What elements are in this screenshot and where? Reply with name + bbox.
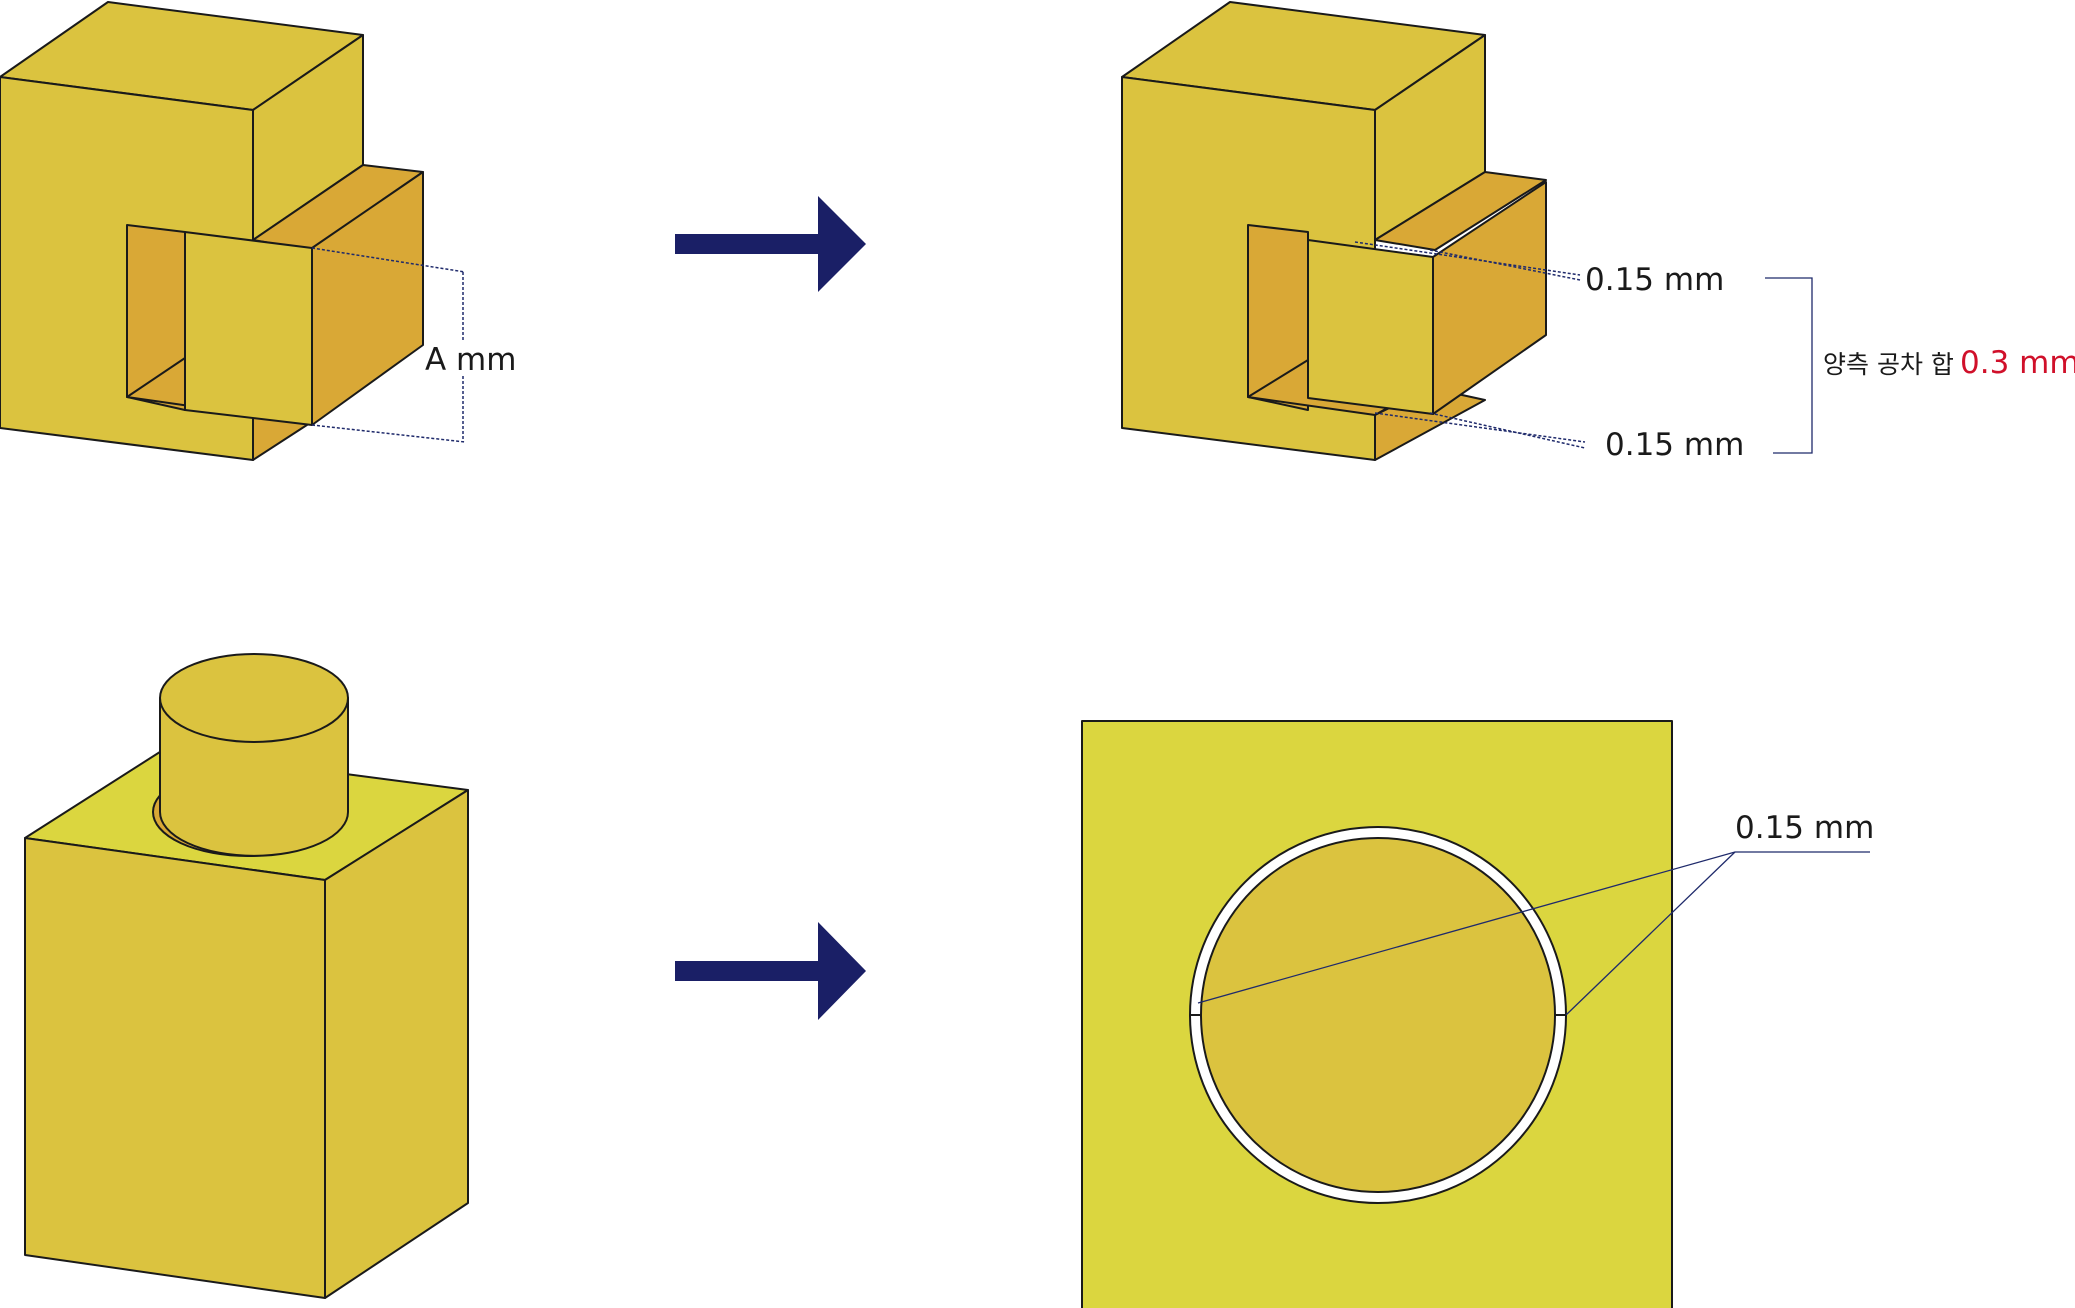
slot-assembly-with-clearance: 0.15 mm 0.15 mm 양측 공차 합 0.3 mm xyxy=(1121,1,2075,463)
slot-assembly-original: A mm xyxy=(0,1,516,461)
cylinder-top-view: 0.15 mm xyxy=(1081,720,1874,1308)
ring-gap-label: 0.15 mm xyxy=(1735,810,1874,846)
total-tolerance-label: 양측 공차 합 xyxy=(1823,350,1954,379)
dimension-a-label: A mm xyxy=(425,342,516,378)
right-arrow-icon xyxy=(675,196,866,292)
gap-bottom-label: 0.15 mm xyxy=(1605,427,1744,463)
gap-top-label: 0.15 mm xyxy=(1585,262,1724,298)
cylinder-assembly xyxy=(24,653,469,1299)
total-tolerance-value: 0.3 mm xyxy=(1960,345,2075,381)
right-arrow-icon xyxy=(675,922,866,1020)
